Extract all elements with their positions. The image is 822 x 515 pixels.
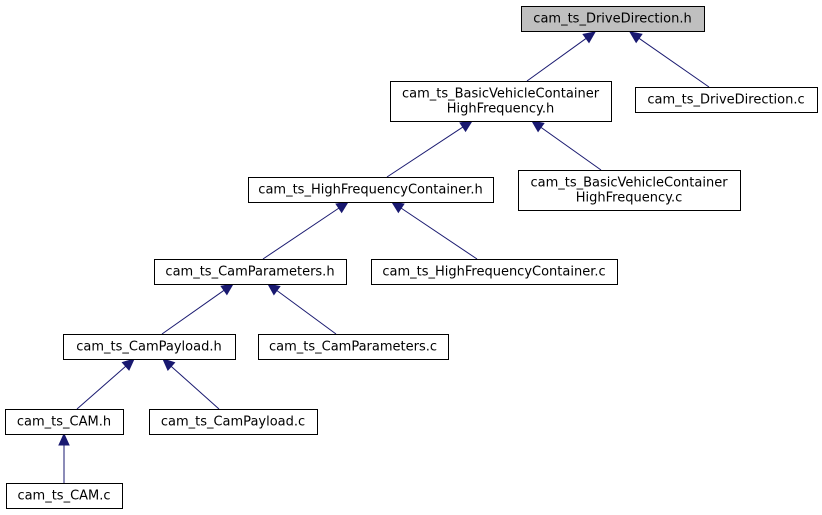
edge-n8-to-n5 [267, 283, 337, 335]
arrowhead-icon [335, 201, 350, 214]
edge-line [526, 38, 587, 82]
node-label: HighFrequency.c [576, 191, 682, 206]
node-n9[interactable]: cam_ts_CAM.h [5, 409, 124, 435]
node-box[interactable] [258, 334, 449, 360]
node-box[interactable] [390, 81, 612, 122]
nodes-layer: cam_ts_DriveDirection.h cam_ts_BasicVehic… [5, 6, 818, 509]
node-box[interactable] [521, 6, 705, 32]
edge-line [161, 289, 225, 335]
edges-layer [58, 31, 710, 483]
arrowhead-icon [459, 120, 474, 133]
node-n2[interactable]: cam_ts_DriveDirection.c [635, 87, 818, 113]
node-label: cam_ts_CamParameters.c [269, 340, 437, 355]
node-label: cam_ts_BasicVehicleContainer [530, 176, 728, 191]
node-n6[interactable]: cam_ts_HighFrequencyContainer.c [371, 259, 618, 285]
edge-line [540, 126, 602, 171]
node-box[interactable] [248, 177, 494, 203]
arrowhead-icon [162, 358, 176, 371]
node-label: cam_ts_BasicVehicleContainer [402, 87, 600, 102]
edge-line [76, 365, 127, 410]
node-label: cam_ts_CamPayload.h [76, 340, 221, 355]
edge-n3-to-n1 [386, 120, 474, 178]
node-label: cam_ts_CamPayload.c [161, 415, 305, 430]
edge-n6-to-n3 [390, 201, 478, 260]
arrowhead-icon [531, 120, 545, 133]
edge-line [386, 126, 464, 178]
edge-line [276, 290, 337, 335]
node-label: cam_ts_HighFrequencyContainer.c [382, 265, 605, 280]
edge-line [262, 207, 340, 260]
edge-n11-to-n9 [58, 432, 70, 483]
node-label: cam_ts_HighFrequencyContainer.h [258, 183, 482, 198]
arrowhead-icon [267, 283, 281, 296]
node-n10[interactable]: cam_ts_CamPayload.c [149, 409, 318, 435]
node-box[interactable] [518, 170, 741, 211]
edge-line [400, 207, 478, 260]
node-n11[interactable]: cam_ts_CAM.c [6, 483, 123, 509]
node-label: cam_ts_CAM.c [17, 489, 110, 504]
arrowhead-icon [220, 283, 234, 296]
arrowhead-icon [121, 358, 135, 371]
node-label: HighFrequency.h [447, 102, 555, 117]
node-label: cam_ts_DriveDirection.c [647, 93, 804, 108]
edge-n4-to-n1 [531, 120, 602, 171]
node-n1[interactable]: cam_ts_BasicVehicleContainerHighFrequenc… [390, 81, 612, 122]
node-n5[interactable]: cam_ts_CamParameters.h [154, 259, 347, 285]
node-n7[interactable]: cam_ts_CamPayload.h [63, 334, 236, 360]
node-n8[interactable]: cam_ts_CamParameters.c [258, 334, 449, 360]
node-n0[interactable]: cam_ts_DriveDirection.h [521, 6, 705, 32]
edge-n1-to-n0 [526, 31, 596, 82]
edge-n5-to-n3 [262, 201, 350, 260]
edge-n7-to-n5 [161, 283, 234, 335]
edge-line [638, 37, 710, 88]
edge-n10-to-n7 [162, 358, 220, 410]
node-box[interactable] [149, 409, 318, 435]
node-box[interactable] [371, 259, 618, 285]
node-label: cam_ts_DriveDirection.h [533, 12, 691, 27]
edge-n9-to-n7 [76, 358, 135, 410]
node-box[interactable] [154, 259, 347, 285]
node-label: cam_ts_CAM.h [17, 415, 111, 430]
arrowhead-icon [629, 31, 643, 44]
node-n4[interactable]: cam_ts_BasicVehicleContainerHighFrequenc… [518, 170, 741, 211]
node-box[interactable] [6, 483, 123, 509]
node-box[interactable] [635, 87, 818, 113]
arrowhead-icon [390, 201, 405, 214]
edge-line [170, 365, 220, 410]
node-label: cam_ts_CamParameters.h [165, 265, 334, 280]
node-box[interactable] [63, 334, 236, 360]
node-box[interactable] [5, 409, 124, 435]
arrowhead-icon [58, 432, 70, 446]
edge-n2-to-n0 [629, 31, 710, 88]
arrowhead-icon [582, 31, 596, 44]
node-n3[interactable]: cam_ts_HighFrequencyContainer.h [248, 177, 494, 203]
